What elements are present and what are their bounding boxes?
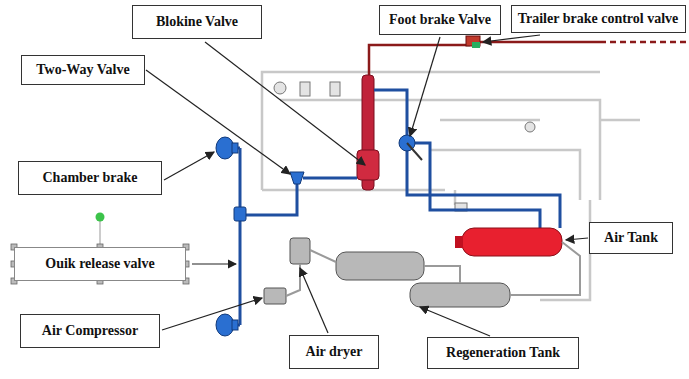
callout-label: Blokine Valve xyxy=(156,14,238,30)
callout-label: Two-Way Valve xyxy=(36,62,129,78)
callout-box: Ouik release valve xyxy=(14,247,186,281)
callout-label: Air dryer xyxy=(306,344,363,360)
callout-box: Air Compressor xyxy=(20,314,160,348)
callout-box: Trailer brake control valve xyxy=(511,5,686,33)
callout-box: Chamber brake xyxy=(18,161,162,195)
callout-box: Foot brake Valve xyxy=(379,5,501,35)
callout-box: Regeneration Tank xyxy=(427,337,579,369)
callout-label: Air Compressor xyxy=(42,323,138,339)
callout-label: Chamber brake xyxy=(42,170,137,186)
callout-box: Air Tank xyxy=(589,222,673,254)
callout-label: Air Tank xyxy=(604,230,658,246)
callout-box: Two-Way Valve xyxy=(21,55,145,85)
callout-box: Air dryer xyxy=(289,335,379,369)
callout-label: Regeneration Tank xyxy=(446,345,560,361)
callout-box: Blokine Valve xyxy=(132,5,262,39)
callout-label: Trailer brake control valve xyxy=(518,11,679,27)
callout-label: Ouik release valve xyxy=(45,256,154,272)
callout-label: Foot brake Valve xyxy=(389,12,491,28)
